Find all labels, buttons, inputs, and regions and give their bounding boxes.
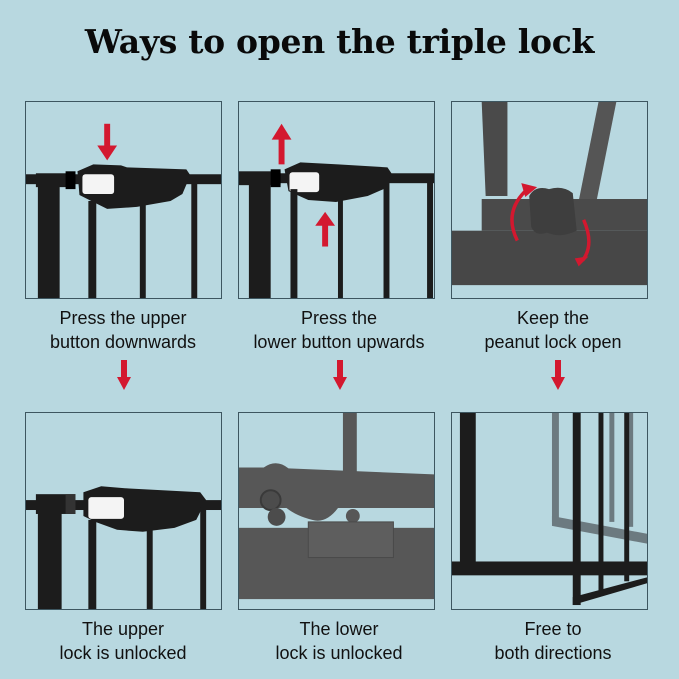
result-3-caption: Free to both directions bbox=[443, 617, 663, 665]
step-1-image-upper-button bbox=[25, 101, 222, 299]
arrow-down-icon bbox=[97, 123, 118, 161]
page-title: Ways to open the triple lock bbox=[84, 22, 595, 61]
caption-line: lock is unlocked bbox=[59, 643, 187, 663]
gate-upper-button-illustration bbox=[26, 123, 221, 298]
gate-open-illustration bbox=[452, 413, 647, 606]
arrow-up-icon bbox=[271, 123, 292, 165]
caption-line: lock is unlocked bbox=[275, 643, 403, 663]
step-2-image-lower-button bbox=[238, 101, 435, 299]
step-3-caption: Keep the peanut lock open bbox=[443, 306, 663, 354]
step-1-caption: Press the upper button downwards bbox=[13, 306, 233, 354]
caption-line: both directions bbox=[494, 643, 612, 663]
caption-line: Press the upper bbox=[59, 308, 187, 328]
arrow-down-icon bbox=[551, 360, 565, 390]
gate-lower-button-illustration bbox=[239, 123, 434, 298]
arrow-up-icon-lower bbox=[315, 211, 336, 247]
gate-peanut-lock-illustration bbox=[452, 102, 647, 286]
caption-line: Keep the bbox=[516, 308, 590, 328]
result-1-image-upper-unlocked bbox=[25, 412, 222, 610]
result-1-caption: The upper lock is unlocked bbox=[13, 617, 233, 665]
result-2-image-lower-unlocked bbox=[238, 412, 435, 610]
arrow-down-icon bbox=[117, 360, 131, 390]
result-3-image-gate-open bbox=[451, 412, 648, 610]
caption-line: peanut lock open bbox=[484, 332, 622, 352]
caption-line: Free to bbox=[524, 619, 582, 639]
caption-line: The lower bbox=[299, 619, 379, 639]
step-2-caption: Press the lower button upwards bbox=[229, 306, 449, 354]
caption-line: lower button upwards bbox=[253, 332, 425, 352]
arrow-down-icon bbox=[333, 360, 347, 390]
gate-upper-unlocked-illustration bbox=[26, 486, 221, 609]
caption-line: The upper bbox=[81, 619, 165, 639]
caption-line: button downwards bbox=[49, 332, 197, 352]
caption-line: Press the bbox=[300, 308, 378, 328]
gate-lower-unlocked-illustration bbox=[239, 413, 434, 600]
result-2-caption: The lower lock is unlocked bbox=[229, 617, 449, 665]
step-3-image-peanut-lock bbox=[451, 101, 648, 299]
